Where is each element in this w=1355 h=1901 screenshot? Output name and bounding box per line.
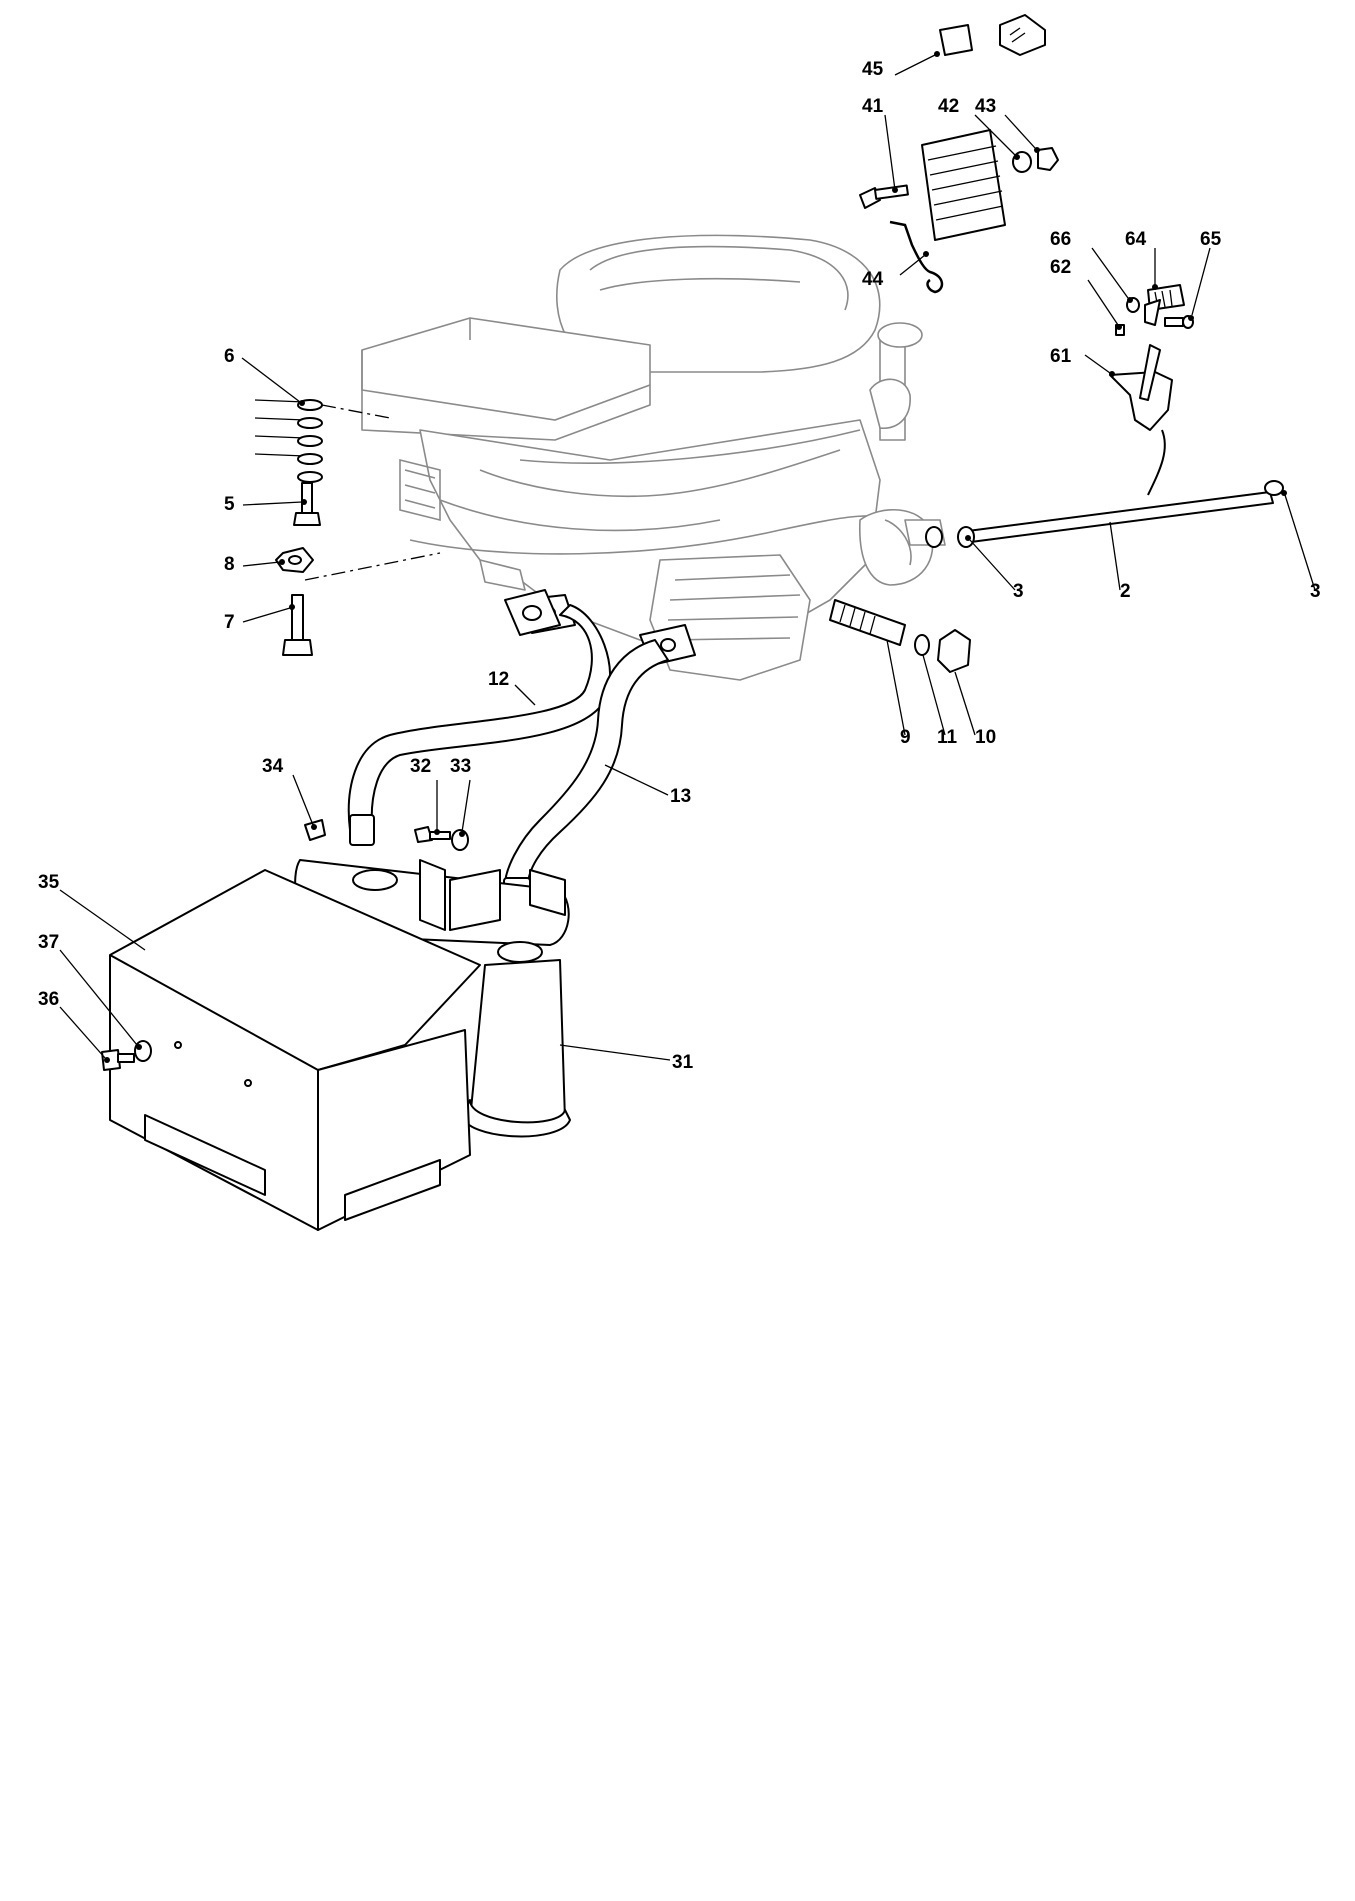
bolt-7 [282,594,313,656]
drain-valve-9 [829,599,906,646]
callout-62: 62 [1050,257,1071,278]
callout-45: 45 [862,59,884,80]
callout-3-right: 3 [1310,581,1321,602]
washer-11 [914,634,930,656]
callout-3-left: 3 [1013,581,1024,602]
callout-5: 5 [224,494,235,515]
callout-65: 65 [1200,229,1222,250]
callout-labels: 45 41 42 43 44 66 64 65 62 61 6 5 8 7 3 … [38,59,1321,1073]
bolt-5 [293,482,321,526]
callout-61: 61 [1050,346,1072,367]
bolt-36 [101,1049,135,1071]
callout-43: 43 [975,96,996,117]
bolt-32 [414,826,451,843]
callout-8: 8 [224,554,235,575]
callout-44: 44 [862,269,884,290]
nut-43 [1037,147,1059,171]
voltage-regulator [921,129,1006,241]
wire-44 [889,220,944,294]
relay-45 [939,14,1046,56]
callout-42: 42 [938,96,959,117]
callout-11: 11 [937,727,958,748]
callout-2: 2 [1120,581,1131,602]
bolt-41 [859,184,909,209]
alignment-line-8 [304,552,441,581]
heat-shield-35 [109,869,481,1231]
nut-8 [275,547,314,573]
callout-36: 36 [38,989,59,1010]
clip-34 [304,819,326,841]
screw-65 [1164,315,1194,329]
callout-35: 35 [38,872,60,893]
solenoid-64 [1144,284,1185,326]
alignment-line-6 [321,404,391,419]
callout-37: 37 [38,932,59,953]
cap-10 [937,629,971,673]
throttle-bracket-61 [1109,344,1173,496]
callout-31: 31 [672,1052,694,1073]
callout-7: 7 [224,612,235,633]
fuel-hose-2 [959,480,1284,544]
callout-64: 64 [1125,229,1147,250]
washers-6 [254,399,323,483]
leader-lines [59,51,1316,1063]
callout-32: 32 [410,756,431,777]
callout-10: 10 [975,727,996,748]
callout-12: 12 [488,669,509,690]
callout-9: 9 [900,727,911,748]
callout-41: 41 [862,96,884,117]
callout-13: 13 [670,786,691,807]
washer-37 [134,1040,152,1062]
gasket-left [504,589,561,636]
callout-34: 34 [262,756,284,777]
callout-6: 6 [224,346,235,367]
callout-33: 33 [450,756,471,777]
callout-66: 66 [1050,229,1071,250]
